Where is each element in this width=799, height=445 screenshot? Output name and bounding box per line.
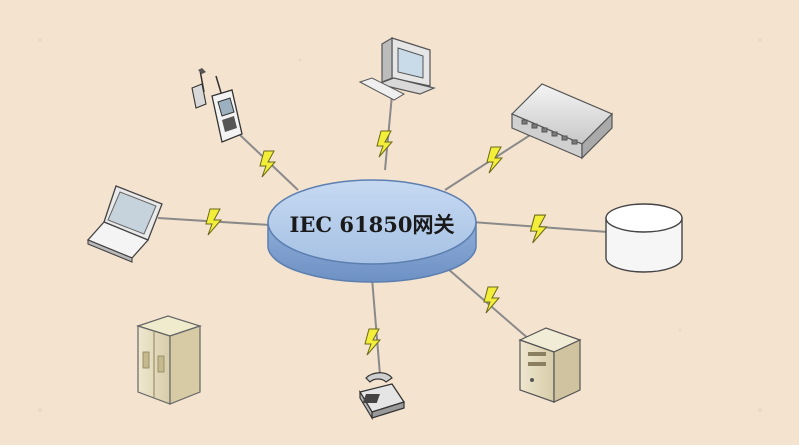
lightning-icon — [483, 286, 500, 314]
link-phone — [371, 277, 381, 376]
database-icon — [605, 203, 683, 273]
equipment-cabinet-icon — [136, 315, 202, 405]
lightning-icon — [529, 214, 548, 244]
laptop-icon — [86, 185, 163, 263]
lightning-icon — [486, 146, 503, 174]
workstation-icon — [358, 36, 436, 101]
server-tower-icon — [518, 327, 582, 403]
gateway-hub: IEC 61850网关 — [267, 179, 477, 283]
lightning-icon — [376, 130, 393, 158]
telephone-icon — [358, 372, 406, 421]
lightning-icon — [205, 208, 222, 236]
background-texture — [38, 38, 762, 412]
hub-label: IEC 61850网关 — [290, 212, 455, 237]
router-icon — [510, 83, 614, 160]
handheld-radio-icon — [191, 68, 243, 143]
